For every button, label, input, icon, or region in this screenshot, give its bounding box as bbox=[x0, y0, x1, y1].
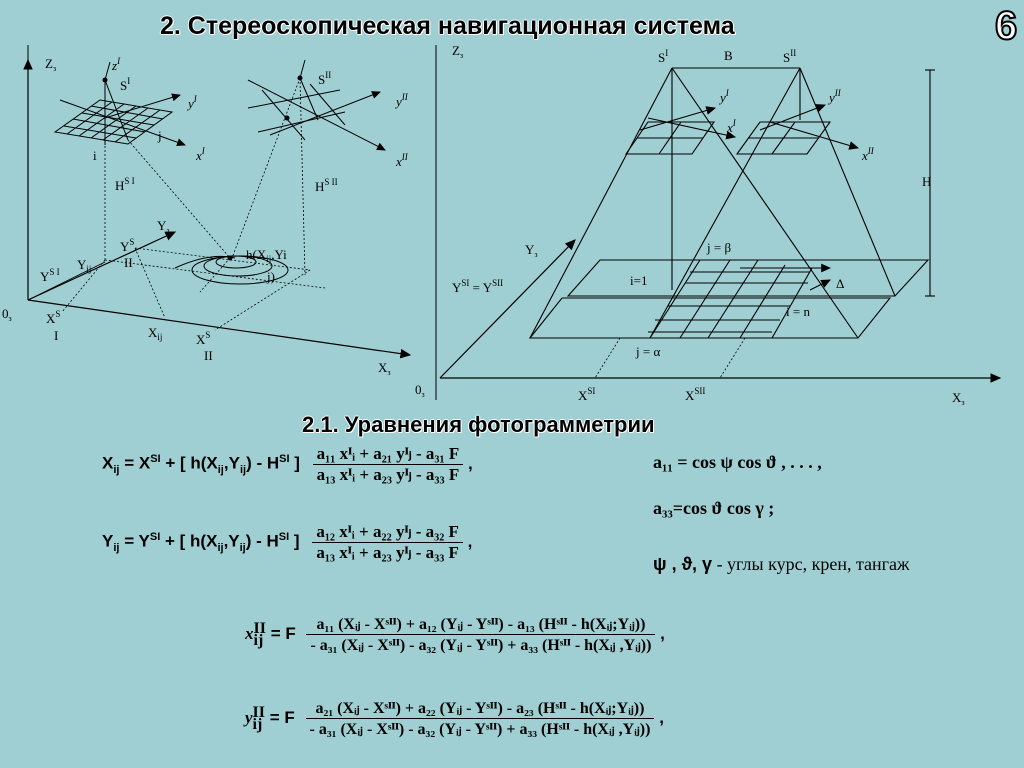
left-diagram bbox=[23, 58, 412, 359]
svg-text:zI: zI bbox=[111, 56, 121, 73]
svg-text:YS I: YS I bbox=[40, 267, 60, 284]
svg-text:i: i bbox=[93, 148, 97, 163]
svg-text:HS I: HS I bbox=[115, 176, 135, 193]
svg-text:j: j bbox=[157, 128, 162, 143]
section-subtitle: 2.1. Уравнения фотограмметрии bbox=[302, 412, 655, 437]
svg-text:YSI = YSII: YSI = YSII bbox=[452, 278, 503, 295]
svg-text:Xij: Xij bbox=[148, 325, 162, 342]
svg-text:xII: xII bbox=[395, 152, 409, 169]
svg-text:j): j) bbox=[266, 269, 275, 284]
svg-text:HS II: HS II bbox=[315, 177, 338, 194]
svg-text:0з: 0з bbox=[415, 382, 425, 399]
camera2-frame bbox=[735, 104, 860, 155]
camera1-frame bbox=[624, 106, 737, 155]
svg-text:yI: yI bbox=[718, 88, 730, 105]
camera1-grid bbox=[53, 61, 186, 147]
svg-text:Zз: Zз bbox=[45, 56, 56, 73]
left-y-axis bbox=[27, 231, 177, 301]
eq2-denominator: a₁₃ xᴵᵢ + a₂₃ yᴵⱼ - a₃₃ F bbox=[316, 543, 459, 562]
angles-description: ψ , ϑ, γ - углы курс, крен, тангаж bbox=[653, 554, 910, 574]
svg-text:B: B bbox=[724, 48, 733, 63]
svg-text:Xз: Xз bbox=[952, 390, 965, 407]
camera2-grid bbox=[247, 59, 386, 151]
ground-grid bbox=[648, 259, 832, 339]
right-labels: Zз SI B SII yI yII xI xII H Yз j = β YSI… bbox=[415, 43, 965, 407]
svg-text:XS: XS bbox=[196, 330, 210, 347]
svg-text:0з: 0з bbox=[2, 306, 12, 323]
eq3-denominator: - a₃₁ (Xᵢⱼ - Xˢᴵᴵ) - a₃₂ (Yᵢⱼ - Yˢᴵᴵ) + … bbox=[310, 637, 652, 654]
ground-planes bbox=[528, 259, 930, 339]
svg-text:SII: SII bbox=[318, 70, 331, 87]
svg-text:j = α: j = α bbox=[635, 344, 660, 359]
svg-text:XSI: XSI bbox=[578, 386, 595, 403]
eq1-denominator: a₁₃ xᴵᵢ + a₂₃ yᴵⱼ - a₃₃ F bbox=[316, 465, 460, 484]
svg-text:SII: SII bbox=[783, 48, 796, 65]
eq3-numerator: a₁₁ (Xᵢⱼ - Xˢᴵᴵ) + a₁₂ (Yᵢⱼ - Yˢᴵᴵ) - a₁… bbox=[306, 614, 656, 635]
svg-text:SI: SI bbox=[120, 76, 130, 93]
eq1-numerator: a₁₁ xᴵᵢ + a₂₁ yᴵⱼ - a₃₁ F bbox=[312, 444, 464, 465]
svg-text:h(Xij,Yi: h(Xij,Yi bbox=[246, 247, 287, 264]
slide-number: 6 bbox=[994, 3, 1018, 49]
svg-text:Yз: Yз bbox=[525, 242, 538, 259]
svg-text:Yз: Yз bbox=[157, 218, 170, 235]
svg-text:i=1: i=1 bbox=[630, 273, 647, 288]
left-ground-dotted bbox=[27, 77, 326, 331]
svg-text:SI: SI bbox=[658, 48, 668, 65]
svg-text:YS: YS bbox=[120, 237, 134, 254]
svg-text:XS: XS bbox=[46, 309, 60, 326]
svg-text:xI: xI bbox=[195, 146, 206, 163]
svg-text:yI: yI bbox=[186, 94, 198, 111]
svg-text:Xз: Xз bbox=[378, 360, 391, 377]
a11-formula: a₁₁ = cos ψ cos ϑ , . . . , bbox=[653, 452, 822, 472]
svg-text:II: II bbox=[124, 255, 133, 270]
projection-dotted bbox=[594, 337, 746, 379]
left-labels: Zз zI SI SII yI yII xI xII j i HS I HS I… bbox=[2, 56, 409, 377]
svg-text:H: H bbox=[922, 174, 931, 189]
svg-text:xI: xI bbox=[726, 118, 737, 135]
svg-text:yII: yII bbox=[827, 88, 842, 105]
equation-yij: Yij = YSI + [ h(Xij,Yij) - HSI ] a₁₂ xᴵᵢ… bbox=[102, 522, 473, 562]
a33-formula: a₃₃=cos ϑ cos γ ; bbox=[653, 498, 775, 518]
svg-text:I: I bbox=[54, 328, 58, 343]
equation-xij: Xij = XSI + [ h(Xij,Yij) - HSI ] a₁₁ xᴵᵢ… bbox=[102, 444, 473, 484]
svg-text:i = n: i = n bbox=[786, 304, 810, 319]
eq4-denominator: - a₃₁ (Xᵢⱼ - Xˢᴵᴵ) - a₃₂ (Yᵢⱼ - Yˢᴵᴵ) + … bbox=[309, 721, 651, 738]
left-x-axis bbox=[27, 299, 412, 359]
slide-title: 2. Стереоскопическая навигационная систе… bbox=[160, 12, 735, 40]
svg-text:j = β: j = β bbox=[706, 240, 731, 255]
right-diagram bbox=[439, 67, 1002, 383]
right-y-axis bbox=[439, 239, 576, 379]
terrain-point bbox=[227, 255, 233, 261]
svg-text:xII: xII bbox=[861, 146, 875, 163]
svg-text:yII: yII bbox=[394, 92, 409, 109]
svg-text:II: II bbox=[204, 348, 213, 363]
svg-text:XSII: XSII bbox=[685, 386, 705, 403]
eq4-numerator: a₂₁ (Xᵢⱼ - Xˢᴵᴵ) + a₂₂ (Yᵢⱼ - Yˢᴵᴵ) - a₂… bbox=[305, 698, 655, 719]
svg-text:Yij: Yij bbox=[77, 257, 91, 274]
svg-text:Zз: Zз bbox=[452, 43, 463, 60]
svg-text:Δ: Δ bbox=[836, 276, 844, 291]
eq2-numerator: a₁₂ xᴵᵢ + a₂₂ yᴵⱼ - a₃₂ F bbox=[312, 522, 463, 543]
